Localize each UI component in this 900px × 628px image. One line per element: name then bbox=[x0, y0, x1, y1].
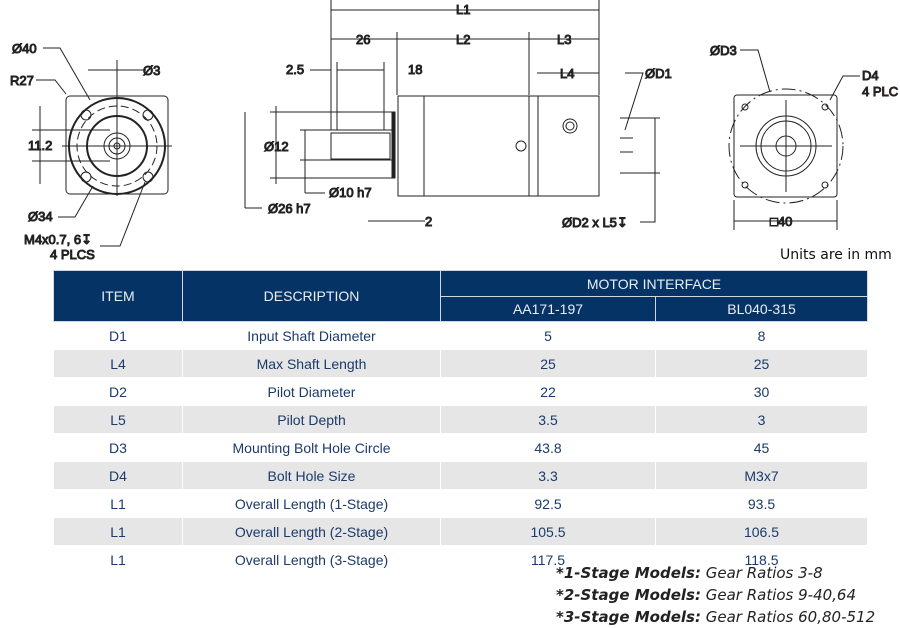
cell-item: L5 bbox=[53, 405, 183, 434]
cell-description: Bolt Hole Size bbox=[182, 461, 441, 490]
cell-description: Overall Length (1-Stage) bbox=[182, 489, 441, 518]
label-l2: L2 bbox=[456, 32, 470, 47]
header-aa171-197: AA171-197 bbox=[440, 296, 656, 322]
stage-notes: *1-Stage Models: Gear Ratios 3-8 *2-Stag… bbox=[556, 562, 875, 628]
cell-aa171-197: 117.5 bbox=[440, 545, 656, 574]
label-18: 18 bbox=[408, 62, 422, 77]
cell-item: D2 bbox=[53, 377, 183, 406]
cell-description: Overall Length (3-Stage) bbox=[182, 545, 441, 574]
label-dd1: ØD1 bbox=[645, 66, 672, 81]
label-l4: L4 bbox=[560, 66, 574, 81]
cell-aa171-197: 22 bbox=[440, 377, 656, 406]
label-4-plcs: 4 PLCS bbox=[50, 247, 95, 262]
label-d12: Ø12 bbox=[264, 139, 289, 154]
cell-aa171-197: 5 bbox=[440, 321, 656, 350]
label-4-plc: 4 PLC bbox=[862, 84, 898, 99]
cell-item: L1 bbox=[53, 489, 183, 518]
cell-aa171-197: 43.8 bbox=[440, 433, 656, 462]
note-2-stage: *2-Stage Models: Gear Ratios 9-40,64 bbox=[556, 586, 857, 604]
side-view: L1 26 L2 L3 L4 2.5 18 Ø12 Ø10 h7 Ø26 h7 … bbox=[244, 0, 672, 231]
cell-bl040-315: 3 bbox=[655, 405, 868, 434]
cell-bl040-315: 106.5 bbox=[655, 517, 868, 546]
label-2-5: 2.5 bbox=[286, 62, 304, 77]
note-1-stage: *1-Stage Models: Gear Ratios 3-8 bbox=[556, 564, 823, 582]
label-l1: L1 bbox=[456, 2, 470, 17]
header-item: ITEM bbox=[53, 270, 183, 322]
label-dd3: ØD3 bbox=[710, 43, 737, 58]
label-2: 2 bbox=[425, 214, 432, 229]
cell-description: Input Shaft Diameter bbox=[182, 321, 441, 350]
cell-item: D4 bbox=[53, 461, 183, 490]
label-d10-h7: Ø10 h7 bbox=[329, 185, 372, 200]
label-d3: Ø3 bbox=[143, 63, 160, 78]
cell-aa171-197: 105.5 bbox=[440, 517, 656, 546]
cell-bl040-315: 8 bbox=[655, 321, 868, 350]
units-note: Units are in mm bbox=[780, 247, 892, 263]
cell-bl040-315: 118.5 bbox=[655, 545, 868, 574]
header-description: DESCRIPTION bbox=[182, 270, 441, 322]
label-d26-h7: Ø26 h7 bbox=[268, 201, 311, 216]
note-3-stage: *3-Stage Models: Gear Ratios 60,80-512 bbox=[556, 608, 876, 626]
cell-item: D1 bbox=[53, 321, 183, 350]
label-dd2-l5: ØD2 x L5↧ bbox=[562, 215, 628, 230]
header-motor-interface: MOTOR INTERFACE bbox=[440, 270, 868, 297]
label-l3: L3 bbox=[557, 32, 571, 47]
cell-aa171-197: 92.5 bbox=[440, 489, 656, 518]
gearbox-dimension-drawing: Ø40 R27 Ø3 11.2 Ø34 M4x0.7, 6↧ 4 PLCS L1… bbox=[10, 0, 899, 263]
cell-description: Mounting Bolt Hole Circle bbox=[182, 433, 441, 462]
rear-view: ØD3 D4 4 PLC □40 bbox=[710, 43, 899, 230]
cell-bl040-315: 30 bbox=[655, 377, 868, 406]
cell-description: Overall Length (2-Stage) bbox=[182, 517, 441, 546]
cell-bl040-315: 45 bbox=[655, 433, 868, 462]
cell-aa171-197: 3.3 bbox=[440, 461, 656, 490]
cell-description: Pilot Depth bbox=[182, 405, 441, 434]
motor-interface-table: ITEM DESCRIPTION MOTOR INTERFACE AA171-1… bbox=[53, 270, 868, 574]
label-11-2: 11.2 bbox=[28, 138, 52, 153]
cell-item: L1 bbox=[53, 517, 183, 546]
cell-aa171-197: 25 bbox=[440, 349, 656, 378]
cell-description: Max Shaft Length bbox=[182, 349, 441, 378]
label-thread: M4x0.7, 6↧ bbox=[24, 232, 92, 247]
cell-bl040-315: M3x7 bbox=[655, 461, 868, 490]
cell-bl040-315: 93.5 bbox=[655, 489, 868, 518]
label-sq40: □40 bbox=[770, 214, 792, 229]
header-bl040-315: BL040-315 bbox=[655, 296, 868, 322]
cell-item: D3 bbox=[53, 433, 183, 462]
label-d4: D4 bbox=[862, 68, 879, 83]
label-d40: Ø40 bbox=[12, 41, 37, 56]
cell-description: Pilot Diameter bbox=[182, 377, 441, 406]
label-r27: R27 bbox=[10, 73, 34, 88]
cell-aa171-197: 3.5 bbox=[440, 405, 656, 434]
front-view: Ø40 R27 Ø3 11.2 Ø34 M4x0.7, 6↧ 4 PLCS bbox=[10, 41, 172, 263]
cell-item: L4 bbox=[53, 349, 183, 378]
cell-bl040-315: 25 bbox=[655, 349, 868, 378]
cell-item: L1 bbox=[53, 545, 183, 574]
label-d34: Ø34 bbox=[28, 209, 53, 224]
label-26: 26 bbox=[356, 32, 370, 47]
